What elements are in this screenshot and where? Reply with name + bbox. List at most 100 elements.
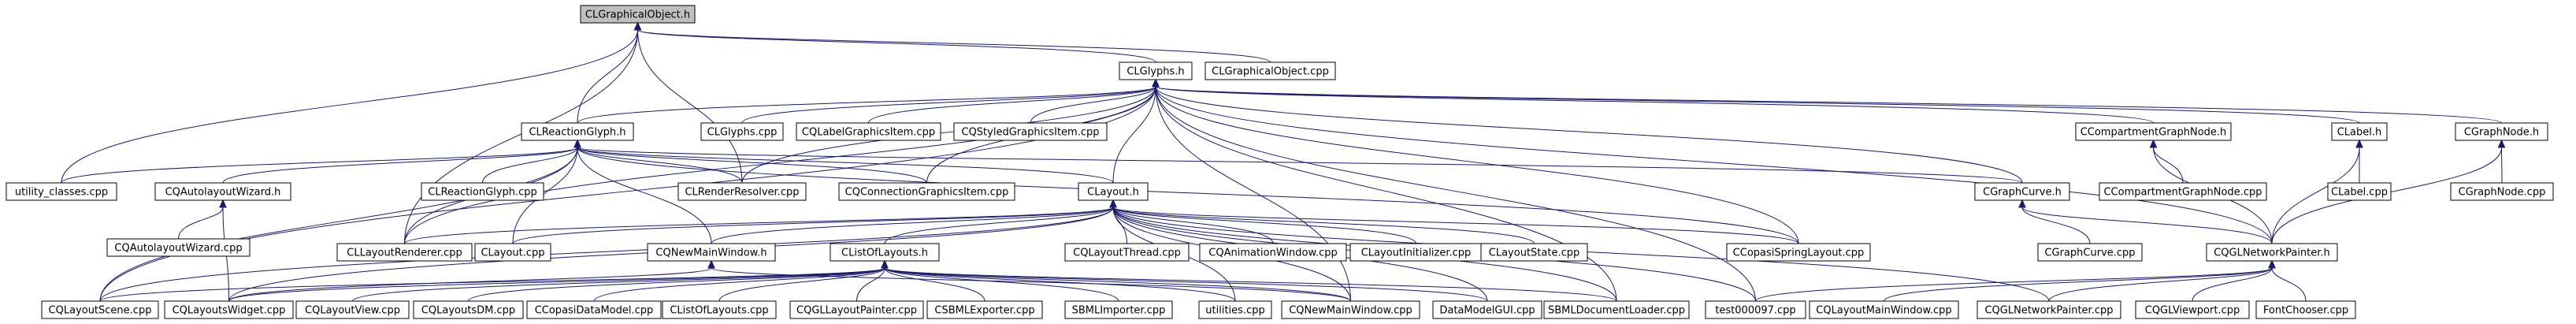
edge-clglyphs-h-to-clglyphs-cpp	[741, 78, 1160, 124]
node-cqlayout-main-window-cpp[interactable]: CQLayoutMainWindow.cpp	[1809, 300, 1959, 319]
node-label: CQLayoutsDM.cpp	[421, 305, 515, 317]
node-sbmldocument-loader-cpp[interactable]: SBMLDocumentLoader.cpp	[1543, 300, 1690, 319]
node-cqglviewport-cpp[interactable]: CQGLViewport.cpp	[2135, 300, 2250, 319]
node-cqlayout-scene-cpp[interactable]: CQLayoutScene.cpp	[41, 300, 159, 319]
node-cgraph-node-cpp[interactable]: CGraphNode.cpp	[2450, 182, 2554, 201]
node-utilities-cpp[interactable]: utilities.cpp	[1198, 300, 1272, 319]
edge-line	[577, 29, 638, 124]
node-cqstyled-graphics-item-cpp[interactable]: CQStyledGraphicsItem.cpp	[953, 122, 1108, 141]
node-label: CQGLNetworkPainter.h	[2214, 248, 2330, 259]
node-box	[1119, 61, 1193, 80]
node-cqautolayout-wizard-h[interactable]: CQAutolayoutWizard.h	[154, 182, 291, 201]
node-cqlayout-thread-cpp[interactable]: CQLayoutThread.cpp	[1064, 243, 1190, 262]
node-box	[1705, 300, 1806, 319]
node-label: SBMLImporter.cpp	[1072, 305, 1166, 317]
node-cgraph-curve-h[interactable]: CGraphCurve.h	[1974, 182, 2070, 201]
edge-line	[637, 29, 743, 184]
node-box	[1281, 300, 1420, 319]
node-clabel-cpp[interactable]: CLabel.cpp	[2327, 182, 2392, 201]
node-box	[526, 300, 662, 319]
node-cqlabel-graphics-item-cpp[interactable]: CQLabelGraphicsItem.cpp	[796, 122, 941, 141]
edge-clreaction-glyph-h-to-cqautolayout-wizard-h	[222, 139, 581, 184]
node-label: CSBMLExporter.cpp	[934, 305, 1034, 317]
edge-line	[884, 267, 1236, 302]
node-cqnew-main-window-h[interactable]: CQNewMainWindow.h	[647, 243, 776, 262]
node-clist-of-layouts-cpp[interactable]: CListOfLayouts.cpp	[662, 300, 777, 319]
node-box	[580, 5, 696, 24]
node-clglyphs-h[interactable]: CLGlyphs.h	[1119, 61, 1193, 80]
node-box	[2255, 300, 2356, 319]
node-clabel-h[interactable]: CLabel.h	[2331, 122, 2388, 141]
node-clrender-resolver-cpp[interactable]: CLRenderResolver.cpp	[677, 182, 807, 201]
node-label: CLRenderResolver.cpp	[685, 187, 799, 199]
node-label: CCopasiDataModel.cpp	[535, 305, 654, 317]
edge-line	[884, 267, 1119, 302]
edge-clreaction-glyph-h-to-clreaction-glyph-cpp	[482, 139, 581, 184]
node-cqautolayout-wizard-cpp[interactable]: CQAutolayoutWizard.cpp	[106, 238, 251, 257]
node-label: FontChooser.cpp	[2263, 305, 2348, 317]
node-clayout-h[interactable]: CLayout.h	[1078, 182, 1149, 201]
node-cqlayout-view-cpp[interactable]: CQLayoutView.cpp	[295, 300, 410, 319]
node-ccompartment-graph-node-h[interactable]: CCompartmentGraphNode.h	[2075, 122, 2232, 141]
node-cqglnetwork-painter-cpp[interactable]: CQGLNetworkPainter.cpp	[1977, 300, 2121, 319]
node-label: CQAutolayoutWizard.cpp	[114, 243, 242, 255]
edge-line	[711, 267, 1351, 302]
node-data-model-gui-cpp[interactable]: DataModelGUI.cpp	[1432, 300, 1542, 319]
edge-cqglnetwork-painter-h-to-test000097-cpp	[1755, 259, 2276, 302]
node-cqcopasi-data-model-cpp[interactable]: CCopasiDataModel.cpp	[526, 300, 662, 319]
node-label: CQLayoutMainWindow.cpp	[1816, 305, 1951, 317]
node-clayout-state-cpp[interactable]: CLayoutState.cpp	[1480, 243, 1588, 262]
node-box	[336, 243, 473, 262]
node-cgraph-node-h[interactable]: CGraphNode.h	[2455, 122, 2548, 141]
node-cqgllayout-painter-cpp[interactable]: CQGLLayoutPainter.cpp	[789, 300, 924, 319]
node-clayout-cpp[interactable]: CLayout.cpp	[474, 243, 551, 262]
node-cqlayouts-dm-cpp[interactable]: CQLayoutsDM.cpp	[413, 300, 524, 319]
node-font-chooser-cpp[interactable]: FontChooser.cpp	[2255, 300, 2356, 319]
node-cllayout-renderer-cpp[interactable]: CLLayoutRenderer.cpp	[336, 243, 473, 262]
node-cqanimation-window-cpp[interactable]: CQAnimationWindow.cpp	[1199, 243, 1347, 262]
edge-clglyphs-h-to-test000097-cpp	[1152, 78, 1756, 302]
node-sbmlimporter-cpp[interactable]: SBMLImporter.cpp	[1064, 300, 1173, 319]
edge-arrowhead	[633, 21, 642, 31]
edge-cgraph-curve-h-to-cgraph-curve-cpp	[2018, 199, 2091, 244]
node-utility-classes-cpp[interactable]: utility_classes.cpp	[6, 182, 117, 201]
node-label: CLGraphicalObject.h	[585, 9, 690, 21]
node-cqconnection-graphics-item-cpp[interactable]: CQConnectionGraphicsItem.cpp	[838, 182, 1015, 201]
node-label: CGraphCurve.h	[1983, 187, 2062, 199]
node-clayout-initializer-cpp[interactable]: CLayoutInitializer.cpp	[1349, 243, 1483, 262]
edge-line	[61, 147, 578, 184]
node-box	[2135, 300, 2250, 319]
node-clglyphs-cpp[interactable]: CLGlyphs.cpp	[700, 122, 784, 141]
node-clreaction-glyph-cpp[interactable]: CLReactionGlyph.cpp	[421, 182, 544, 201]
node-csbmlexporter-cpp[interactable]: CSBMLExporter.cpp	[926, 300, 1043, 319]
node-cqnew-main-window-cpp[interactable]: CQNewMainWindow.cpp	[1281, 300, 1420, 319]
node-box	[677, 182, 807, 201]
node-cqlayouts-widget-cpp[interactable]: CQLayoutsWidget.cpp	[164, 300, 294, 319]
edge-line	[577, 86, 1156, 124]
node-clreaction-glyph-h[interactable]: CLReactionGlyph.h	[521, 122, 634, 141]
node-clgraphical-object-cpp[interactable]: CLGraphicalObject.cpp	[1204, 61, 1336, 80]
edge-line	[99, 207, 1114, 302]
edge-line	[718, 267, 885, 302]
edge-line	[884, 207, 1114, 244]
edge-line	[1155, 86, 2273, 244]
node-cqglnetwork-painter-h[interactable]: CQGLNetworkPainter.h	[2206, 243, 2338, 262]
edge-line	[577, 147, 1799, 244]
node-label: CLayoutState.cpp	[1489, 248, 1579, 259]
node-clist-of-layouts-h[interactable]: CListOfLayouts.h	[830, 243, 940, 262]
edge-arrowhead	[707, 259, 715, 269]
node-label: CLGraphicalObject.cpp	[1212, 66, 1329, 78]
node-test000097-cpp[interactable]: test000097.cpp	[1705, 300, 1806, 319]
edge-arrowhead	[881, 259, 889, 269]
node-box	[2075, 122, 2232, 141]
edge-arrowhead	[2018, 199, 2026, 208]
node-cgraph-curve-cpp[interactable]: CGraphCurve.cpp	[2037, 243, 2143, 262]
node-label: CLReactionGlyph.h	[529, 127, 625, 139]
edge-line	[1155, 86, 2502, 124]
edge-line	[2048, 267, 2273, 302]
edge-line	[1155, 86, 2360, 124]
node-ccompartment-graph-node-cpp[interactable]: CCompartmentGraphNode.cpp	[2099, 182, 2267, 201]
node-ccopasi-spring-layout-cpp[interactable]: CCopasiSpringLayout.cpp	[1726, 243, 1871, 262]
node-label: SBMLDocumentLoader.cpp	[1548, 305, 1685, 317]
